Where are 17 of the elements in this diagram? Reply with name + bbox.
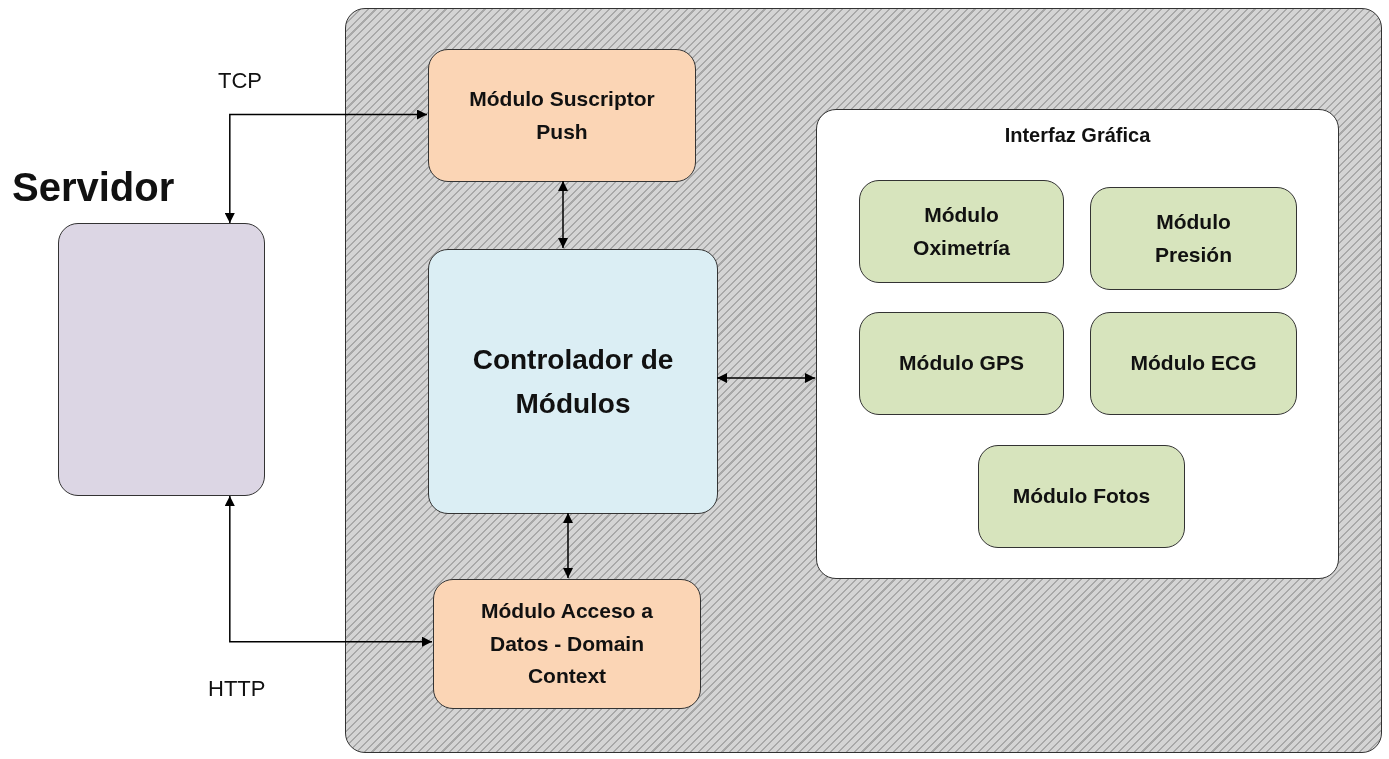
- hatched-container: [345, 8, 1382, 753]
- module-box: Módulo Oximetría: [859, 180, 1064, 283]
- module-box: Módulo Presión: [1090, 187, 1297, 290]
- server-heading: Servidor: [12, 165, 175, 210]
- module-box: Módulo ECG: [1090, 312, 1297, 415]
- double-arrow: [716, 373, 816, 383]
- double-arrow: [224, 109, 428, 224]
- module-box: Controlador de Módulos: [428, 249, 718, 514]
- double-arrow: [563, 512, 573, 579]
- module-box: Módulo Acceso a Datos - Domain Context: [433, 579, 701, 709]
- interface-panel: [816, 109, 1339, 579]
- module-box: Módulo Suscriptor Push: [428, 49, 696, 182]
- panel-title: Interfaz Gráfica: [1003, 124, 1152, 147]
- double-arrow: [224, 495, 433, 647]
- double-arrow: [558, 180, 568, 249]
- module-box: Módulo Fotos: [978, 445, 1185, 548]
- module-box: Módulo GPS: [859, 312, 1064, 415]
